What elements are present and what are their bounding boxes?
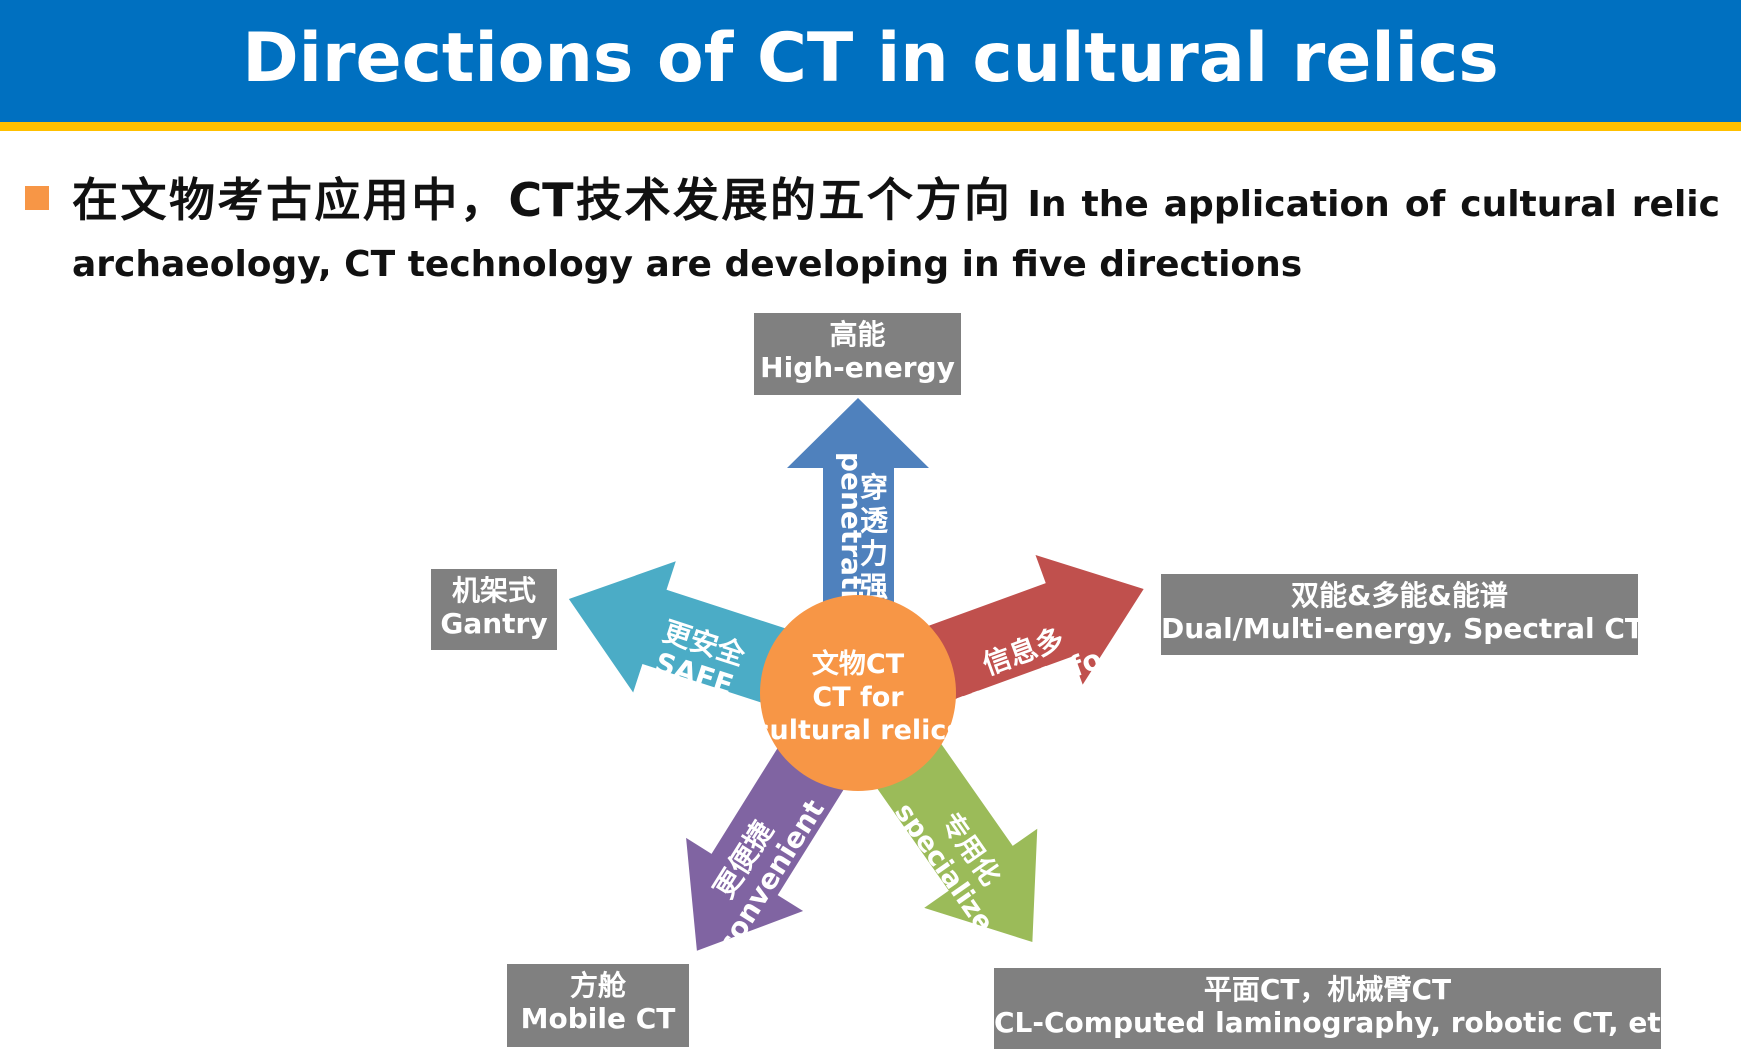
box-high-energy: 高能 High-energy <box>754 313 961 395</box>
arrow-right <box>893 554 1144 712</box>
box-dual-energy: 双能&多能&能谱 Dual/Multi-energy, Spectral CT <box>1161 574 1644 655</box>
arrow-left <box>568 561 821 715</box>
box-laminography: 平面CT，机械臂CT CL-Computed laminography, rob… <box>994 968 1689 1049</box>
title-bar <box>0 0 1741 122</box>
box-gantry-en: Gantry <box>440 607 548 640</box>
subtitle: 在文物考古应用中，CT技术发展的五个方向 In the application … <box>72 170 1720 295</box>
arrow-up-zh-char-2: 透 <box>860 504 889 537</box>
title-accent-stripe <box>0 122 1741 131</box>
arrow-up <box>787 398 929 620</box>
box-laminography-zh: 平面CT，机械臂CT <box>1203 973 1452 1006</box>
center-circle <box>760 595 956 791</box>
center-label-zh: 文物CT <box>812 648 905 680</box>
box-high-energy-en: High-energy <box>760 351 955 384</box>
arrow-up-zh-char-1: 穿 <box>860 471 888 504</box>
box-mobile-ct-en: Mobile CT <box>520 1002 676 1035</box>
subtitle-zh: 在文物考古应用中，CT技术发展的五个方向 <box>72 173 1013 227</box>
box-gantry-zh: 机架式 <box>451 574 536 607</box>
bullet-square-icon <box>25 186 49 210</box>
arrow-up-zh-char-3: 力 <box>860 537 888 570</box>
box-dual-energy-en: Dual/Multi-energy, Spectral CT <box>1161 612 1644 645</box>
box-dual-energy-zh: 双能&多能&能谱 <box>1291 579 1508 612</box>
page-title: Directions of CT in cultural relics <box>242 19 1499 98</box>
box-laminography-en: CL-Computed laminography, robotic CT, et… <box>994 1006 1689 1039</box>
box-gantry: 机架式 Gantry <box>431 569 557 650</box>
box-mobile-ct-zh: 方舱 <box>569 969 626 1002</box>
center-label-en1: CT for <box>812 682 904 713</box>
box-mobile-ct: 方舱 Mobile CT <box>507 964 689 1047</box>
subtitle-en: In the application of cultural relic arc… <box>72 184 1720 285</box>
center-label-en2: cultural relics <box>753 715 962 746</box>
box-high-energy-zh: 高能 <box>829 318 886 351</box>
